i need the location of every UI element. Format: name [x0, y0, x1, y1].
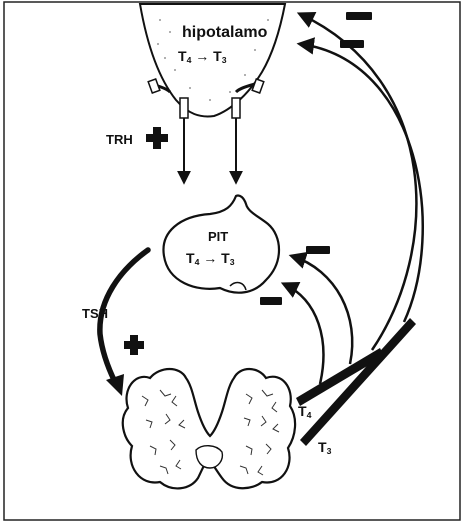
pituitary-title: PIT — [208, 230, 228, 243]
t3-label: T3 — [318, 440, 331, 456]
trh-label: TRH — [106, 133, 133, 146]
pit-arrow: → — [203, 250, 217, 266]
pituitary-shape — [163, 195, 279, 292]
pit-t3-main: T — [221, 250, 230, 266]
hypo-arrow: → — [195, 48, 209, 64]
trh-plus-sign — [146, 127, 168, 149]
pit-t4-sub: 4 — [195, 257, 200, 267]
tsh-label: TSH — [82, 307, 108, 320]
hypo-t3-main: T — [213, 48, 222, 64]
pituitary-conversion: T4 → T3 — [186, 251, 235, 267]
minus-sign-hypo-1 — [346, 12, 372, 20]
hypothalamus-conversion: T4 → T3 — [178, 49, 227, 65]
hypothalamus-title: hipotalamo — [182, 25, 267, 41]
minus-sign-pit-2 — [260, 297, 282, 305]
hypo-t3-sub: 3 — [222, 55, 227, 65]
hypo-t4-main: T — [178, 48, 187, 64]
tsh-plus-sign — [124, 335, 144, 355]
t3-sub: 3 — [327, 446, 332, 456]
t3-main: T — [318, 439, 327, 455]
t4-label: T4 — [298, 404, 311, 420]
pit-t4-main: T — [186, 250, 195, 266]
feedback-bands — [296, 318, 416, 446]
pit-t3-sub: 3 — [230, 257, 235, 267]
feedback-arrow-pit-1 — [284, 284, 323, 384]
thyroid-gland — [123, 369, 295, 488]
t4-main: T — [298, 403, 307, 419]
minus-sign-pit-1 — [306, 246, 330, 254]
t4-sub: 4 — [307, 410, 312, 420]
hypo-t4-sub: 4 — [187, 55, 192, 65]
minus-sign-hypo-2 — [340, 40, 364, 48]
feedback-arrow-hypo-1 — [300, 14, 416, 350]
